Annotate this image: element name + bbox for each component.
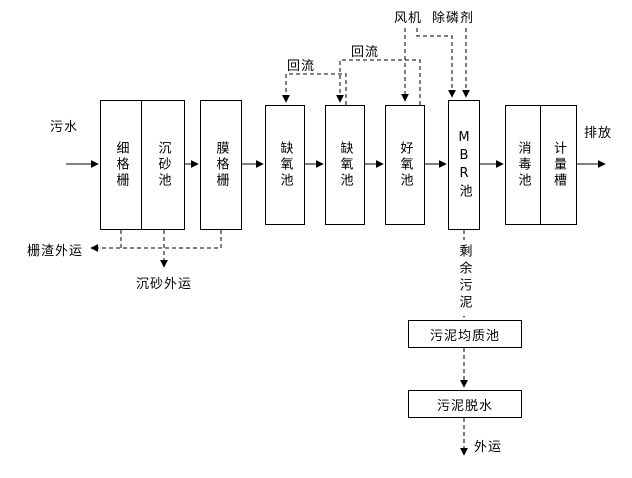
arrow-screenings-out	[90, 230, 222, 252]
box-grit-chamber: 沉砂池	[141, 100, 185, 230]
box-mbr-tank-label: MBR池	[456, 130, 472, 200]
blower-label: 风机	[394, 11, 423, 26]
reflux-label-1: 回流	[287, 59, 316, 74]
arrow-reflux-1	[282, 73, 347, 105]
box-membrane-screen-label: 膜格栅	[213, 141, 229, 189]
box-sludge-dewatering: 污泥脱水	[408, 390, 522, 418]
box-sludge-homogenization-tank: 污泥均质池	[408, 320, 522, 348]
arrow-reflux-2	[336, 59, 421, 105]
phosphorus-agent-label: 除磷剂	[432, 11, 475, 26]
box-membrane-screen: 膜格栅	[200, 100, 242, 230]
box-fine-screen-label: 细格栅	[113, 141, 129, 189]
box-sludge-homogenization-tank-label: 污泥均质池	[429, 328, 500, 344]
box-anoxic-tank-2-label: 缺氧池	[337, 141, 353, 189]
box-aerobic-tank: 好氧池	[385, 105, 425, 225]
arrow-blower-to-mbr	[416, 28, 456, 98]
box-disinfection-tank: 消毒池	[505, 105, 541, 225]
final-out-label: 外运	[474, 440, 503, 455]
box-mbr-tank: MBR池	[448, 100, 480, 230]
box-anoxic-tank-1: 缺氧池	[265, 105, 305, 225]
box-grit-chamber-label: 沉砂池	[155, 141, 171, 189]
box-disinfection-tank-label: 消毒池	[515, 141, 531, 189]
box-metering-tank: 计量槽	[540, 105, 577, 225]
box-sludge-dewatering-label: 污泥脱水	[436, 398, 493, 414]
inlet-label: 污水	[50, 120, 79, 135]
excess-sludge-label: 剩余污泥	[455, 240, 473, 316]
grit-out-label: 沉砂外运	[136, 277, 193, 292]
box-anoxic-tank-1-label: 缺氧池	[277, 141, 293, 189]
box-metering-tank-label: 计量槽	[551, 141, 566, 189]
screenings-out-label: 栅渣外运	[27, 244, 84, 259]
box-aerobic-tank-label: 好氧池	[397, 141, 413, 189]
outlet-label: 排放	[584, 126, 613, 141]
box-anoxic-tank-2: 缺氧池	[325, 105, 365, 225]
reflux-label-2: 回流	[351, 45, 380, 60]
box-fine-screen: 细格栅	[100, 100, 142, 230]
